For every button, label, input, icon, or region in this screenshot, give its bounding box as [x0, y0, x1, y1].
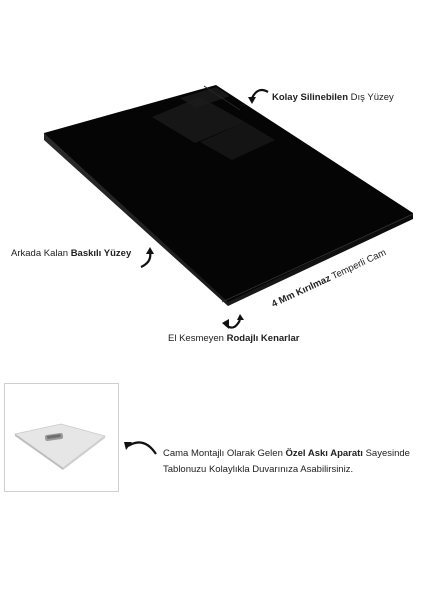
label-printed-back-surface: Arkada Kalan Baskılı Yüzey	[11, 248, 132, 259]
hanger-description-line-2: Tablonuzu Kolaylıkla Duvarınıza Asabilir…	[163, 464, 354, 475]
curved-arrow-icon	[140, 247, 154, 269]
reflection	[152, 97, 245, 143]
reflection	[180, 87, 230, 108]
hanger-description: Cama Montajlı Olarak Gelen Özel Askı Apa…	[163, 446, 410, 478]
hanger-inset	[4, 383, 119, 492]
glass-panel-illustration	[44, 85, 414, 329]
label-easy-clean-surface: Kolay Silinebilen Dış Yüzey	[272, 92, 394, 103]
curved-arrow-icon	[248, 88, 269, 104]
reflection	[200, 122, 275, 160]
curved-arrow-icon	[124, 441, 157, 455]
hanger-description-line-1: Cama Montajlı Olarak Gelen Özel Askı Apa…	[163, 448, 410, 459]
hanger-plate-icon	[14, 423, 106, 470]
label-polished-edges: El Kesmeyen Rodajlı Kenarlar	[168, 333, 300, 344]
glass-face	[44, 85, 413, 302]
curved-arrow-icon	[222, 314, 244, 329]
